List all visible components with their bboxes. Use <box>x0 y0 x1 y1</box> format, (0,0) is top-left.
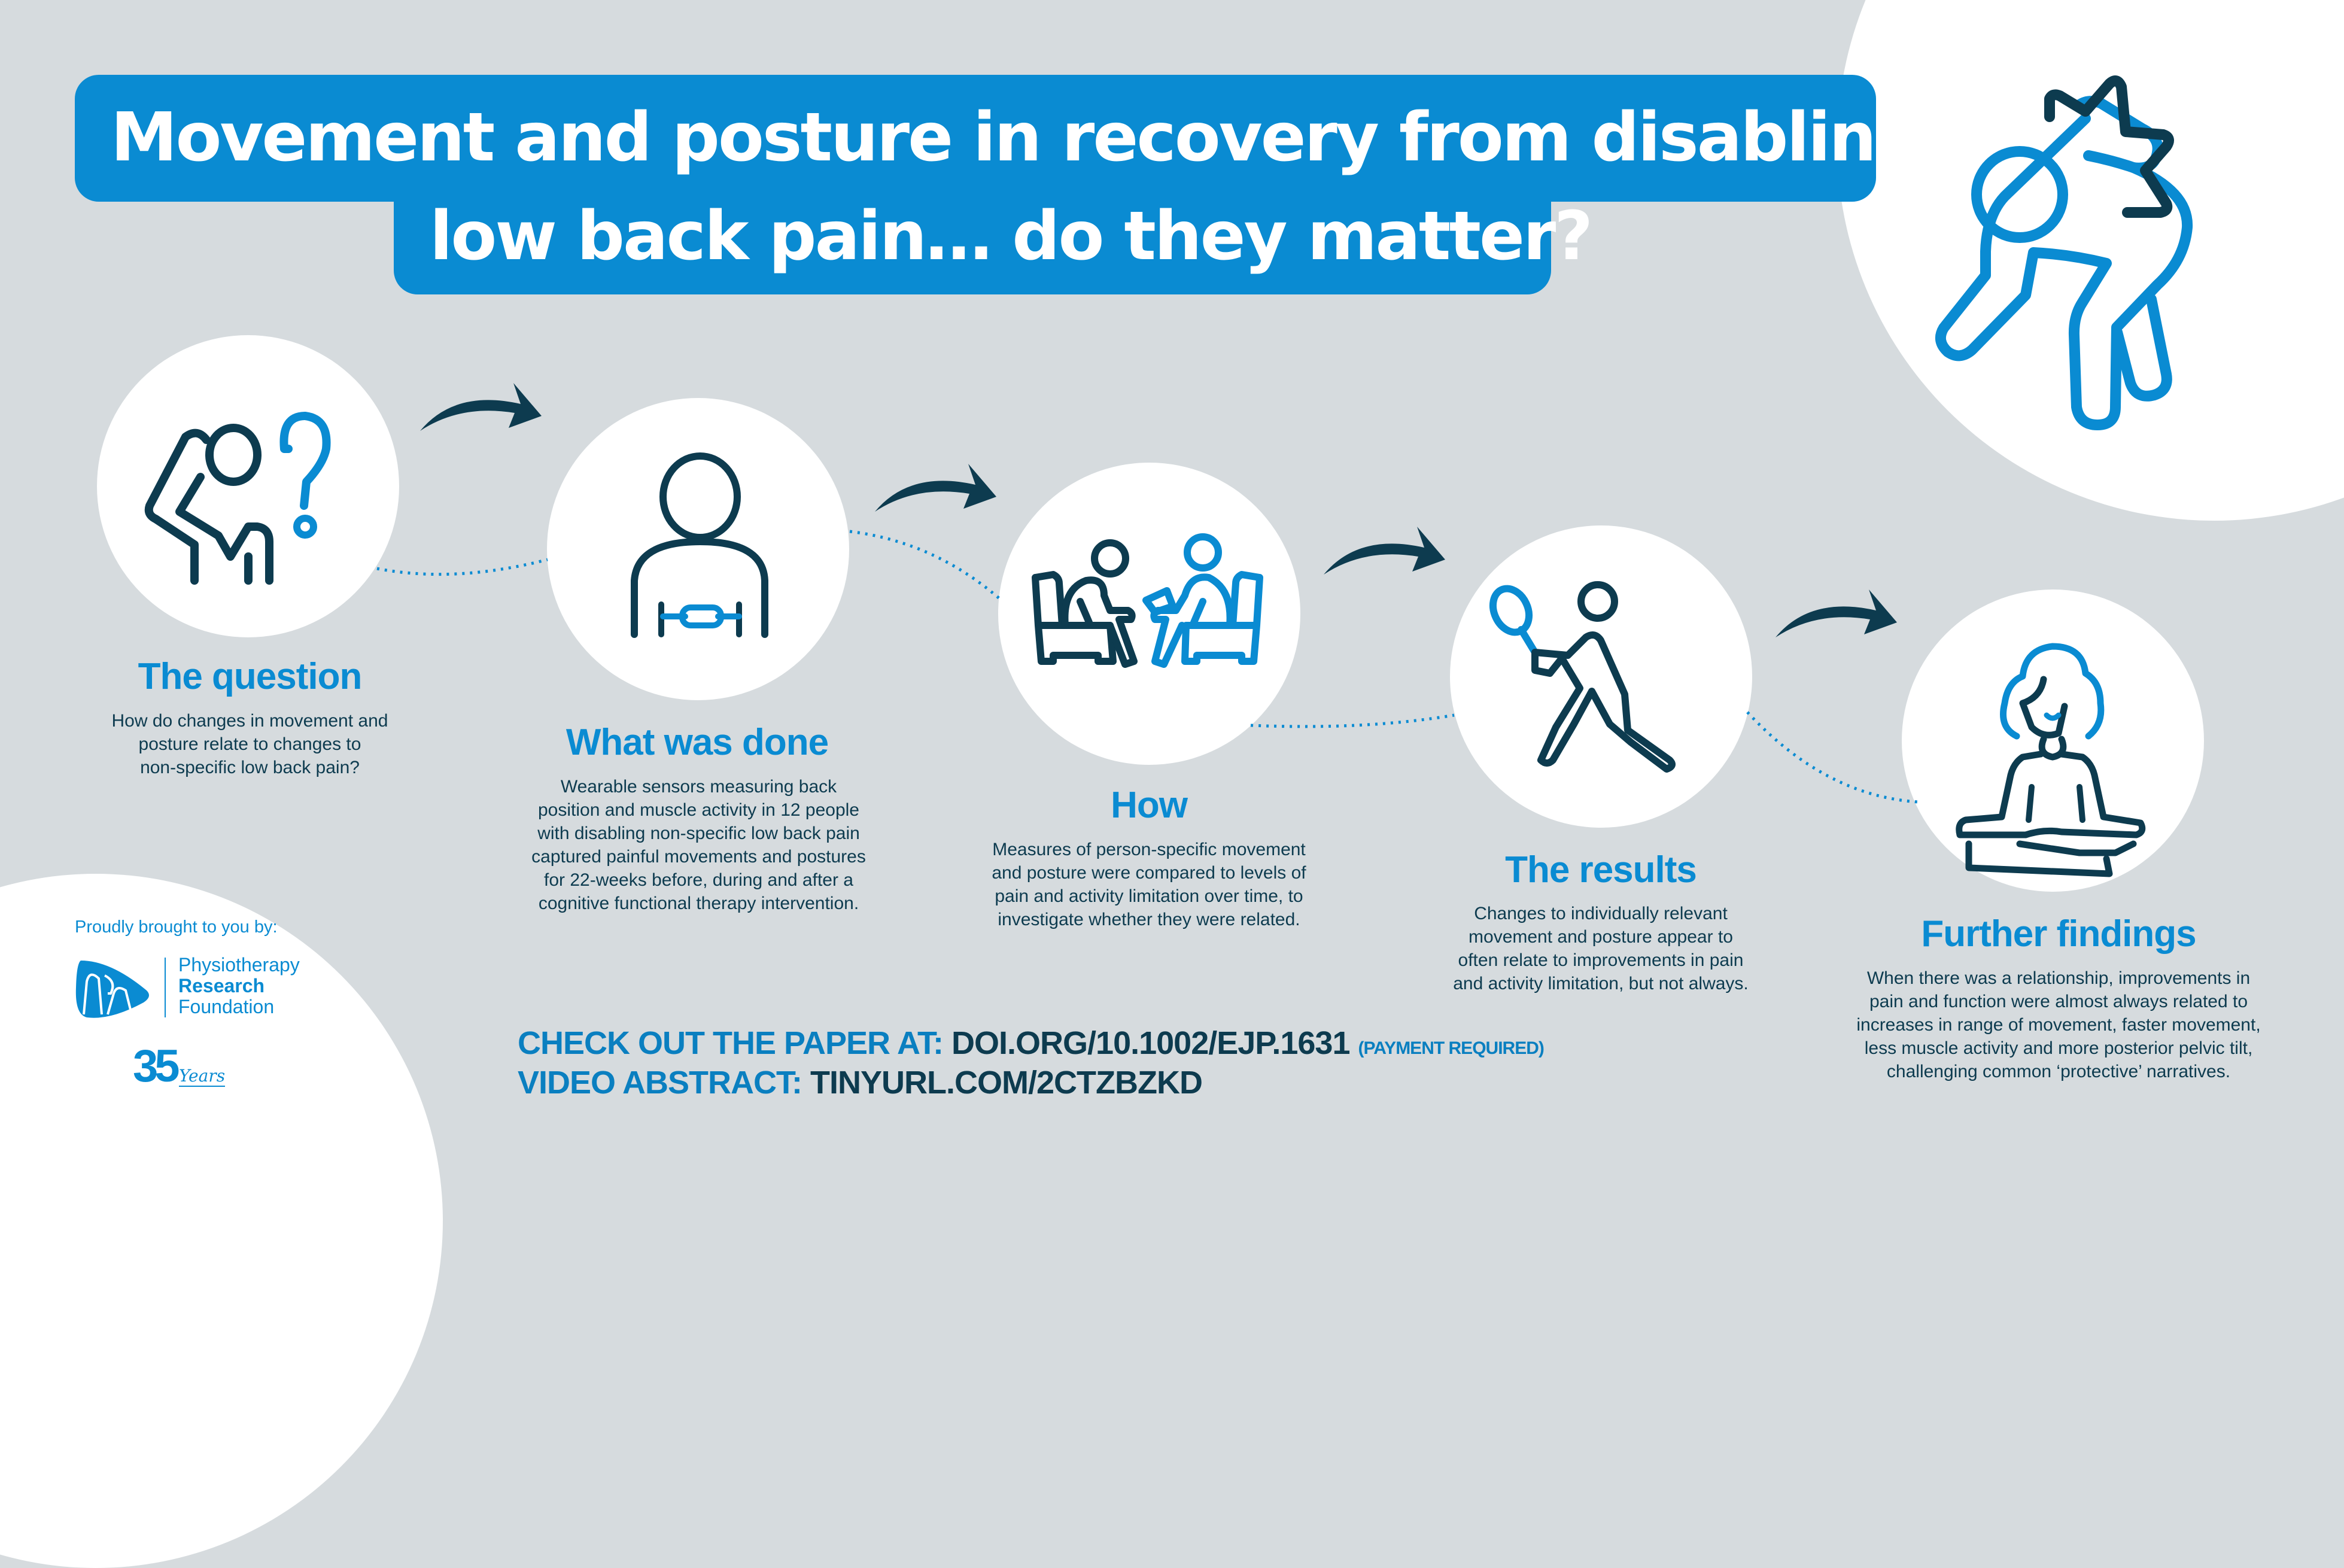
apa-logo-icon <box>75 961 149 1018</box>
logo-divider <box>165 958 166 1017</box>
step-text-question: How do changes in movement and posture r… <box>111 711 388 777</box>
arrow-icon-3 <box>1324 527 1445 575</box>
title-banner-line1: Movement and posture in recovery from di… <box>75 75 1923 202</box>
video-abstract-link[interactable]: TINYURL.COM/2CTZBZKD <box>810 1065 1203 1101</box>
sponsor-org-name: Physiotherapy Research Foundation <box>178 954 300 1017</box>
person-with-wearable-sensor-icon <box>631 452 768 638</box>
step-text-further: When there was a relationship, improveme… <box>1856 968 2261 1081</box>
step-circle-further <box>1902 589 2204 892</box>
step-circle-how <box>998 463 1300 765</box>
anniversary-badge: 35 Years <box>133 1040 226 1092</box>
step-heading-question: The question <box>138 656 363 697</box>
step-circle-question <box>97 335 399 637</box>
step-heading-further: Further findings <box>1921 913 2196 955</box>
paper-link-line: CHECK OUT THE PAPER AT: DOI.ORG/10.1002/… <box>518 1025 1545 1062</box>
dotted-connector-line <box>376 530 1919 804</box>
arrow-icon-1 <box>420 383 542 431</box>
title-banner-line2: low back pain… do they matter? <box>394 197 1593 294</box>
confused-person-question-icon <box>144 412 331 585</box>
step-heading-what-was-done: What was done <box>566 722 829 763</box>
title-line1: Movement and posture in recovery from di… <box>111 99 1923 177</box>
step-circle-what-was-done <box>547 398 849 700</box>
woman-meditating-icon <box>1956 643 2146 877</box>
step-text-results: Changes to individually relevant movemen… <box>1453 904 1749 993</box>
back-pain-person-icon <box>1935 75 2193 430</box>
arrow-icon-2 <box>875 464 996 512</box>
step-heading-how: How <box>1111 785 1188 826</box>
paper-doi-link[interactable]: DOI.ORG/10.1002/EJP.1631 <box>951 1025 1350 1061</box>
anniversary-word: Years <box>179 1066 226 1087</box>
step-text-what-was-done: Wearable sensors measuring back position… <box>531 777 866 913</box>
anniversary-number: 35 <box>133 1041 180 1092</box>
sponsor-intro: Proudly brought to you by: <box>75 917 278 937</box>
video-link-label: VIDEO ABSTRACT: <box>518 1065 802 1101</box>
step-text-how: Measures of person-specific movement and… <box>992 840 1306 929</box>
paper-link-label: CHECK OUT THE PAPER AT: <box>518 1025 944 1061</box>
video-link-line: VIDEO ABSTRACT: TINYURL.COM/2CTZBZKD <box>518 1064 1203 1101</box>
title-line2: low back pain… do they matter? <box>430 197 1593 275</box>
step-heading-results: The results <box>1505 849 1697 891</box>
payment-required-note: (PAYMENT REQUIRED) <box>1358 1038 1545 1058</box>
person-playing-tennis-icon <box>1489 581 1676 773</box>
therapist-consultation-icon <box>1032 533 1263 668</box>
step-circle-results <box>1450 525 1752 828</box>
arrow-icon-4 <box>1776 589 1897 637</box>
